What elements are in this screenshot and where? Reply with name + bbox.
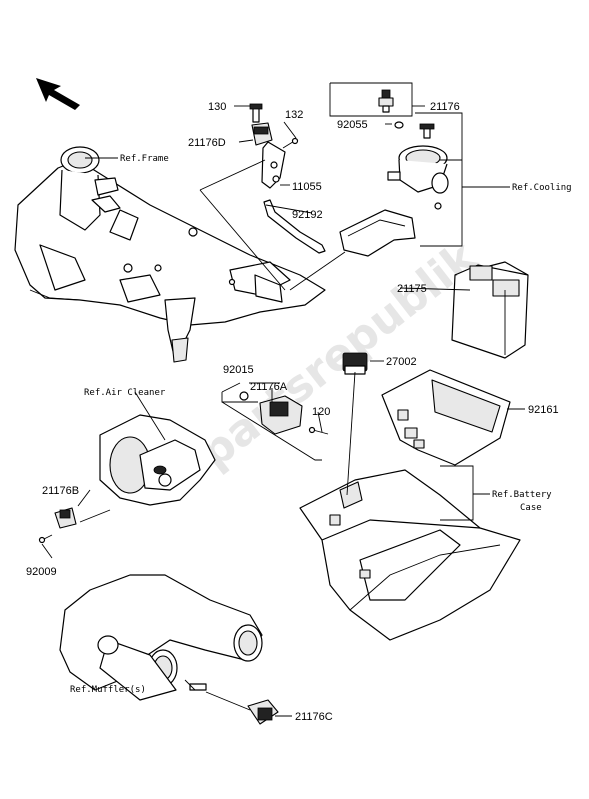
sensor-21176d-part bbox=[249, 103, 326, 254]
label-27002: 27002 bbox=[386, 356, 417, 368]
label-21176b: 21176B bbox=[42, 485, 79, 497]
label-92055: 92055 bbox=[337, 119, 368, 131]
label-21175: 21175 bbox=[397, 283, 427, 295]
relay-27002-part bbox=[342, 352, 368, 375]
label-11055: 11055 bbox=[292, 181, 322, 193]
battery-case-part bbox=[299, 469, 521, 641]
label-21176: 21176 bbox=[430, 101, 460, 113]
ref-cooling-label: Ref.Cooling bbox=[512, 183, 572, 193]
label-132: 132 bbox=[285, 109, 303, 121]
sensor-21176a-part bbox=[239, 391, 329, 435]
sensor-21176-part bbox=[378, 89, 404, 129]
ref-battery-label-line1: Ref.Battery bbox=[492, 490, 552, 500]
bracket-92161-part bbox=[381, 369, 511, 466]
ref-air-cleaner-label: Ref.Air Cleaner bbox=[84, 388, 166, 398]
label-92015: 92015 bbox=[223, 364, 254, 376]
thermostat-housing-part bbox=[339, 123, 449, 257]
label-92009: 92009 bbox=[26, 566, 57, 578]
label-120: 120 bbox=[312, 406, 330, 418]
leader-lines bbox=[41, 82, 525, 717]
label-21176c: 21176C bbox=[295, 711, 333, 723]
air-cleaner-part bbox=[99, 414, 216, 506]
muffler-part bbox=[59, 574, 263, 701]
label-21176a: 21176A bbox=[250, 381, 288, 393]
label-21176d: 21176D bbox=[188, 137, 226, 149]
direction-arrow-icon bbox=[36, 78, 80, 110]
sensor-21176c-part bbox=[189, 683, 279, 725]
label-92161: 92161 bbox=[528, 404, 559, 416]
sensor-21176b-part bbox=[38, 507, 77, 544]
label-92192: 92192 bbox=[292, 209, 323, 221]
ecu-21175-part bbox=[451, 261, 529, 359]
ref-frame-label: Ref.Frame bbox=[120, 154, 169, 164]
ref-battery-label-line2: Case bbox=[520, 503, 542, 513]
label-130: 130 bbox=[208, 101, 226, 113]
ref-muffler-label: Ref.Muffler(s) bbox=[70, 685, 146, 695]
frame-part bbox=[14, 146, 326, 363]
